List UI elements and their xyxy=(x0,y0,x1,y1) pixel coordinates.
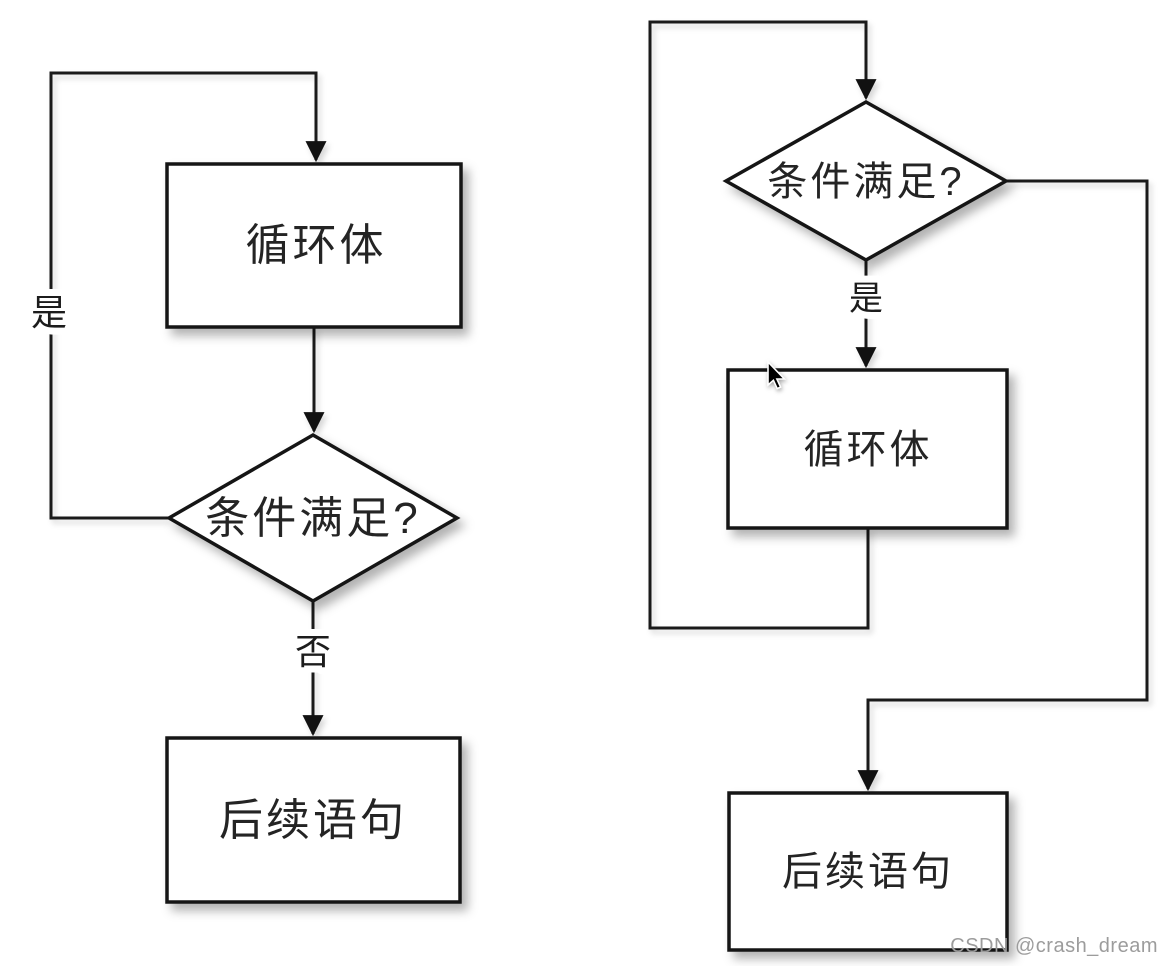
left-loop-body-node xyxy=(165,162,463,329)
left-condition-node xyxy=(165,432,461,604)
left-condition-label: 条件满足? xyxy=(205,494,420,543)
right-next-statement-label: 后续语句 xyxy=(782,850,954,894)
right-next-statement-node xyxy=(727,791,1009,952)
left-no-branch-label: 否 xyxy=(295,631,331,672)
flowchart-right: 条件满足? 循环体 后续语句 是 xyxy=(648,20,1149,952)
left-next-statement-node xyxy=(165,736,462,904)
left-loop-body-label: 循环体 xyxy=(246,221,387,270)
edge-left-yes-loop xyxy=(49,71,327,520)
mouse-cursor-icon xyxy=(767,360,787,390)
flowchart-left: 循环体 条件满足? 后续语句 是 否 xyxy=(24,71,463,904)
left-next-statement-label: 后续语句 xyxy=(219,796,407,845)
right-yes-branch-label: 是 xyxy=(849,280,883,318)
edge-right-exit-branch xyxy=(857,179,1149,792)
edge-right-loop-back xyxy=(648,20,877,630)
right-condition-label: 条件满足? xyxy=(767,160,964,204)
right-loop-body-node xyxy=(726,368,1009,530)
left-yes-branch-label: 是 xyxy=(31,292,67,333)
watermark-text: CSDN @crash_dream xyxy=(950,935,1158,957)
right-condition-node xyxy=(722,99,1010,263)
right-loop-body-label: 循环体 xyxy=(804,428,933,472)
